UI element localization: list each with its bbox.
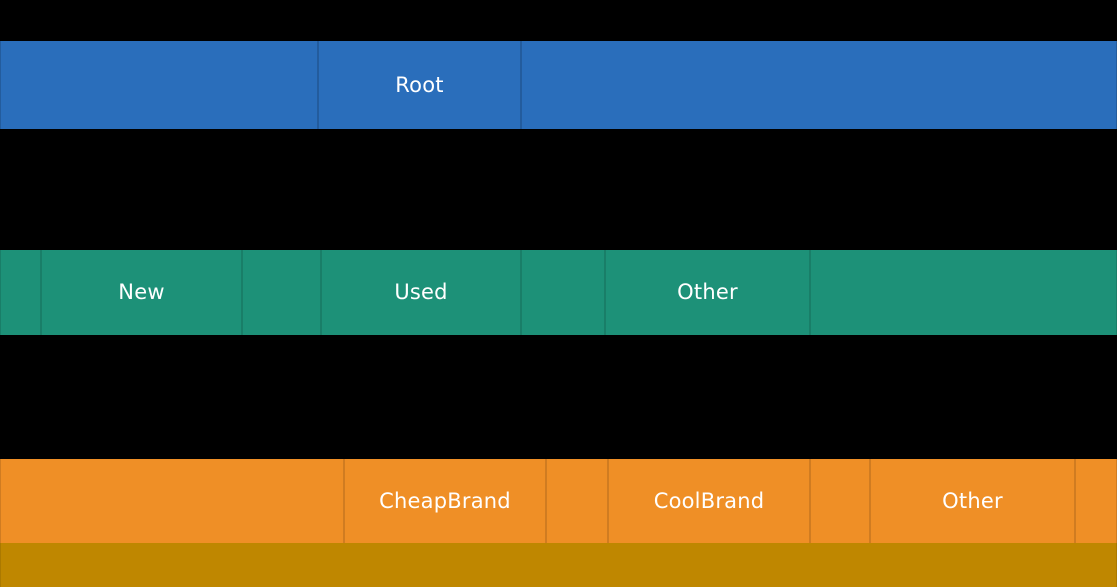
icicle-node-unlabeled[interactable]: [0, 41, 318, 129]
node-seam-left: [546, 459, 547, 543]
icicle-node-unlabeled[interactable]: [0, 250, 41, 335]
node-seam-left: [521, 41, 522, 129]
node-seam-left: [321, 250, 322, 335]
node-seam-left: [0, 459, 1, 543]
icicle-node-label: Used: [394, 280, 448, 304]
icicle-node-root[interactable]: Root: [318, 41, 521, 129]
icicle-node-coolbrand[interactable]: CoolBrand: [608, 459, 810, 543]
icicle-node-cheapbrand[interactable]: CheapBrand: [344, 459, 546, 543]
node-seam-left: [41, 250, 42, 335]
icicle-level-condition: New Used Other: [0, 250, 1117, 335]
icicle-node-unlabeled[interactable]: [810, 250, 1117, 335]
icicle-node-label: CoolBrand: [653, 488, 765, 513]
node-seam-left: [810, 250, 811, 335]
icicle-node-other[interactable]: Other: [605, 250, 810, 335]
node-seam-left: [0, 41, 1, 129]
icicle-node-unlabeled[interactable]: [521, 250, 605, 335]
icicle-node-unlabeled[interactable]: [0, 543, 1117, 587]
node-seam-left: [0, 250, 1, 335]
icicle-node-other[interactable]: Other: [870, 459, 1075, 543]
node-seam-left: [605, 250, 606, 335]
node-seam-left: [344, 459, 345, 543]
node-seam-left: [810, 459, 811, 543]
node-seam-left: [608, 459, 609, 543]
icicle-level-leaf: [0, 543, 1117, 587]
node-seam-left: [1075, 459, 1076, 543]
icicle-node-unlabeled[interactable]: [0, 459, 344, 543]
icicle-node-label: Root: [395, 72, 444, 97]
node-seam-left: [318, 41, 319, 129]
icicle-level-root: Root: [0, 41, 1117, 129]
icicle-level-brand: CheapBrand CoolBrand Other: [0, 459, 1117, 543]
node-seam-left: [870, 459, 871, 543]
icicle-node-label: New: [118, 280, 165, 304]
icicle-node-unlabeled[interactable]: [521, 41, 1117, 129]
icicle-node-unlabeled[interactable]: [810, 459, 870, 543]
icicle-node-label: CheapBrand: [379, 488, 511, 513]
icicle-node-unlabeled[interactable]: [242, 250, 321, 335]
node-seam-left: [242, 250, 243, 335]
icicle-node-label: Other: [942, 488, 1003, 513]
node-seam-left: [0, 543, 1, 587]
icicle-node-unlabeled[interactable]: [546, 459, 608, 543]
icicle-node-used[interactable]: Used: [321, 250, 521, 335]
node-seam-left: [521, 250, 522, 335]
icicle-node-new[interactable]: New: [41, 250, 242, 335]
icicle-node-unlabeled[interactable]: [1075, 459, 1117, 543]
icicle-node-label: Other: [677, 280, 738, 304]
